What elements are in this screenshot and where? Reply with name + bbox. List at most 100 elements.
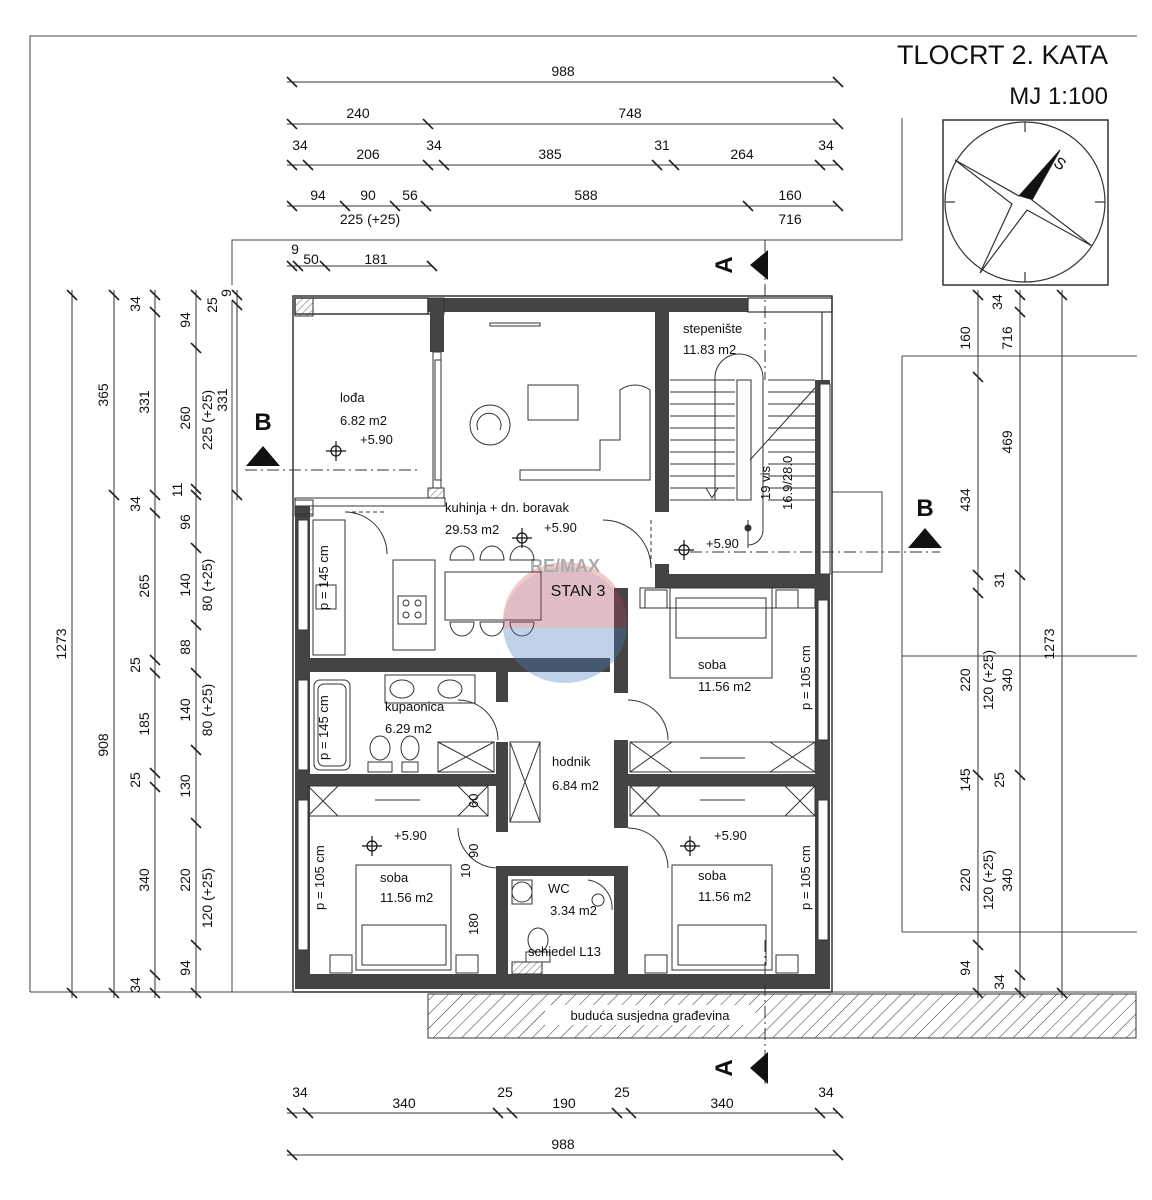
section-a-top-label: A	[711, 256, 738, 273]
dim-left-96: 96	[177, 514, 193, 530]
dim-left-34b: 34	[127, 496, 143, 512]
dim-left-88: 88	[177, 639, 193, 655]
dim-left-140b: 140	[177, 698, 193, 722]
dim-top-31: 31	[654, 137, 670, 153]
room-bed-e-area: 11.56 m2	[698, 679, 751, 694]
room-bed-sw-area: 11.56 m2	[380, 890, 433, 905]
dim-right-145: 145	[957, 768, 973, 792]
dim-left-140a: 140	[177, 573, 193, 597]
dim-right-120a: 120 (+25)	[980, 650, 996, 710]
dim-top-94: 94	[310, 187, 326, 203]
dim-left-9: 9	[218, 289, 234, 297]
dim-top-385: 385	[538, 146, 562, 162]
neighbor-building: buduća susjedna građevina	[427, 993, 1137, 1039]
dim-left-130: 130	[177, 774, 193, 798]
dim-top-50: 50	[303, 251, 319, 267]
dimension-lines	[71, 81, 1063, 1156]
room-stairs-area: 11.83 m2	[683, 342, 736, 357]
dim-top-34c: 34	[818, 137, 834, 153]
section-b-left: B	[245, 409, 420, 471]
dim-bot-total: 988	[551, 1136, 575, 1152]
dim-left-120: 120 (+25)	[199, 868, 215, 928]
dim-top-264: 264	[730, 146, 754, 162]
dim-bot-340a: 340	[392, 1095, 416, 1111]
room-bath-name: kupaonica	[385, 699, 445, 714]
dim-left-80a: 80 (+25)	[199, 559, 215, 612]
window-room-e-label: p = 105 cm	[798, 645, 813, 710]
room-wc-area: 3.34 m2	[550, 903, 597, 918]
section-a-bottom-label: A	[711, 1059, 738, 1076]
dim-right-434: 434	[957, 488, 973, 512]
dim-top-225: 225 (+25)	[340, 211, 400, 227]
room-kitchen-name: kuhinja + dn. boravak	[445, 500, 569, 515]
dim-right-31: 31	[991, 572, 1007, 588]
dim-top-56: 56	[402, 187, 418, 203]
room-loda-level: +5.90	[360, 432, 393, 447]
room-hall-name: hodnik	[552, 754, 591, 769]
dimension-labels-right: 34 160 716 469 434 31 220 120 (+25) 340 …	[957, 294, 1057, 990]
neighbor-label: buduća susjedna građevina	[570, 1008, 730, 1023]
dim-top-748: 748	[618, 105, 642, 121]
apartment-label: STAN 3	[551, 583, 606, 600]
dim-left-340: 340	[136, 868, 152, 892]
window-room-se-label: p = 105 cm	[798, 845, 813, 910]
door-180-label: 180	[466, 913, 481, 935]
section-b-right: B	[690, 495, 942, 553]
dim-right-340a: 340	[999, 668, 1015, 692]
room-stairs-name: stepenište	[683, 321, 742, 336]
dim-left-34a: 34	[127, 296, 143, 312]
dim-right-1273: 1273	[1041, 628, 1057, 659]
door-10-label: 10	[458, 864, 473, 878]
section-b-left-label: B	[254, 409, 271, 436]
window-kitchen-label: p = 145 cm	[316, 545, 331, 610]
staircase	[670, 353, 816, 548]
dim-left-265: 265	[136, 574, 152, 598]
dim-top-160: 160	[778, 187, 802, 203]
stair-spec-label: 19 vis	[758, 466, 773, 500]
remax-watermark-text: RE/MAX	[530, 556, 600, 576]
room-bed-se-area: 11.56 m2	[698, 889, 751, 904]
dim-right-94: 94	[957, 960, 973, 976]
window-room-sw-label: p = 105 cm	[312, 845, 327, 910]
stair-dim-label: 16.9/28.0	[780, 456, 795, 510]
chimney-label: schiedel L13	[528, 944, 601, 959]
interior-walls	[310, 588, 818, 976]
door-90-label: 90	[466, 844, 481, 858]
room-labels: lođa 6.82 m2 +5.90 kuhinja + dn. boravak…	[312, 321, 813, 959]
north-arrow-compass: S	[942, 119, 1109, 286]
dim-left-11: 11	[169, 483, 185, 498]
dim-right-34b: 34	[991, 974, 1007, 990]
dim-bot-25b: 25	[614, 1084, 630, 1100]
dim-bot-190: 190	[552, 1095, 576, 1111]
dim-bot-25a: 25	[497, 1084, 513, 1100]
dim-left-25b: 25	[127, 772, 143, 788]
door-60-label: 60	[466, 794, 481, 808]
dim-left-94b: 94	[177, 960, 193, 976]
section-a-bottom: A	[711, 940, 768, 1088]
room-bed-sw-level: +5.90	[394, 828, 427, 843]
dim-left-225: 225 (+25)	[199, 390, 215, 450]
dim-right-340b: 340	[999, 868, 1015, 892]
dim-top-588: 588	[574, 187, 598, 203]
dimension-labels-bottom: 34 340 25 190 25 340 34 988	[292, 1084, 834, 1152]
room-wc-name: WC	[548, 881, 570, 896]
room-loda-name: lođa	[340, 390, 365, 405]
dim-right-220b: 220	[957, 868, 973, 892]
dim-left-25c: 25	[204, 297, 220, 313]
dim-bot-34b: 34	[818, 1084, 834, 1100]
drawing-scale: MJ 1:100	[1009, 83, 1108, 110]
room-stairs-level: +5.90	[706, 536, 739, 551]
section-b-right-label: B	[916, 495, 933, 522]
wardrobes	[294, 499, 816, 823]
room-loda-area: 6.82 m2	[340, 413, 387, 428]
room-kitchen-area: 29.53 m2	[445, 522, 499, 537]
windows	[297, 359, 831, 951]
dim-left-331b: 331	[214, 388, 230, 412]
dim-left-220: 220	[177, 868, 193, 892]
dim-top-206: 206	[356, 146, 380, 162]
dim-left-1273: 1273	[53, 628, 69, 659]
dim-right-120b: 120 (+25)	[980, 850, 996, 910]
room-bed-e-name: soba	[698, 657, 727, 672]
dim-left-80b: 80 (+25)	[199, 684, 215, 737]
room-bath-area: 6.29 m2	[385, 721, 432, 736]
